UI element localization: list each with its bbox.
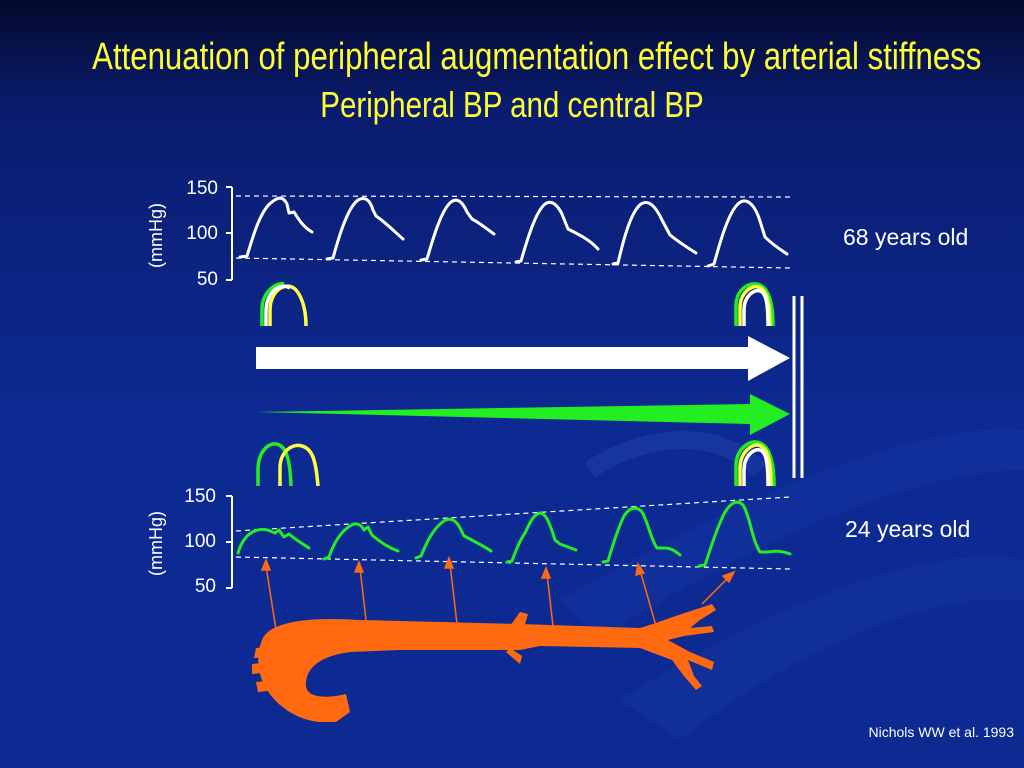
- old-tick-100: 100: [186, 223, 218, 244]
- citation: Nichols WW et al. 1993: [868, 724, 1015, 740]
- young-arc-left: [256, 442, 320, 487]
- slide-subtitle: Peripheral BP and central BP: [320, 84, 704, 125]
- old-axis: [226, 186, 233, 281]
- slide-title: Attenuation of peripheral augmentation e…: [92, 36, 982, 78]
- white-arrow: [256, 336, 790, 381]
- barrier-double-line: [792, 296, 804, 478]
- young-wave-1: [236, 527, 311, 555]
- old-wave-6: [706, 199, 789, 268]
- old-arc-left: [260, 281, 308, 327]
- young-arc-right: [734, 440, 776, 487]
- young-lower-dashed-line: [235, 556, 791, 570]
- young-wave-2: [322, 522, 400, 561]
- artery-pointer-arrows: [260, 555, 736, 637]
- young-age-label: 24 years old: [845, 516, 971, 542]
- old-arc-right: [734, 282, 775, 327]
- young-wave-6: [697, 500, 792, 568]
- young-wave-3: [414, 517, 493, 560]
- young-pressure-waves: [236, 500, 792, 568]
- old-pressure-waves: [238, 196, 789, 268]
- old-wave-5: [611, 201, 698, 266]
- old-wave-2: [325, 196, 405, 261]
- young-wave-4: [505, 511, 578, 564]
- old-wave-1: [238, 196, 314, 259]
- old-upper-dashed-line: [235, 195, 791, 198]
- young-tick-100: 100: [184, 531, 216, 552]
- old-wave-4: [514, 200, 600, 264]
- old-age-label: 68 years old: [843, 224, 969, 250]
- young-upper-dashed-line: [235, 496, 791, 532]
- green-arrow: [256, 394, 790, 435]
- young-tick-150: 150: [184, 486, 216, 507]
- old-tick-150: 150: [186, 178, 218, 199]
- old-wave-3: [419, 198, 496, 262]
- young-axis: [226, 495, 233, 589]
- old-tick-50: 50: [196, 269, 218, 290]
- young-tick-50: 50: [194, 576, 216, 597]
- young-wave-5: [601, 506, 682, 564]
- artery-illustration: [252, 604, 716, 722]
